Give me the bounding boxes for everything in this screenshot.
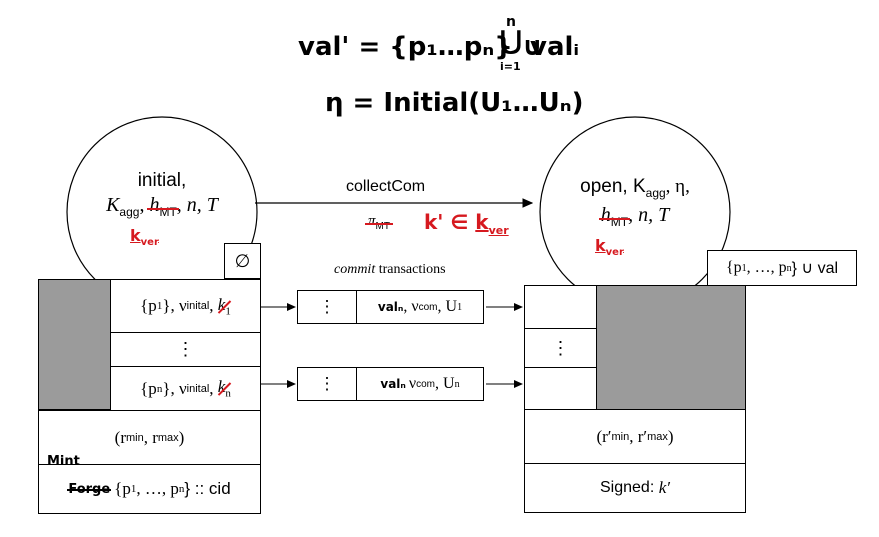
- formula1-bigcup: ⋃: [500, 26, 522, 56]
- right-grey-column: [596, 285, 746, 410]
- left-row3-struck-k: kn: [217, 377, 232, 400]
- formula1-bigcup-top: n: [506, 14, 516, 30]
- right-row-3: [524, 367, 597, 410]
- handwritten-formula-1: val' = {p₁…pₙ} ∪: [298, 32, 543, 62]
- left-circle-kver: kver: [130, 226, 159, 249]
- left-circle-struck-hmt: hMT: [147, 194, 179, 219]
- left-circle-state: initial,: [137, 170, 187, 191]
- left-row-ellipsis: ⋮: [110, 332, 261, 367]
- formula1-equals: =: [358, 32, 381, 62]
- left-forge-struck: Forge: [67, 482, 112, 497]
- empty-set-box: ∅: [224, 243, 261, 279]
- left-circle-label: initial, Kagg, hMT, n, T: [67, 170, 257, 219]
- right-circle-struck-hmt: hMT: [598, 203, 631, 229]
- left-grey-column: [38, 279, 111, 410]
- left-cid-row: Forge {p1, …, pn} :: cid: [38, 464, 261, 514]
- right-signed-row: Signed: k′: [524, 463, 746, 513]
- formula1-union: ∪: [521, 32, 543, 62]
- handwritten-formula-2: η = Initial(U₁…Uₙ): [325, 88, 584, 118]
- right-range-row: (r′min, r′max): [524, 409, 746, 464]
- formula1-val-prime: val': [298, 32, 350, 62]
- left-row1-struck-k: k1: [217, 294, 232, 318]
- right-row-ellipsis: ⋮: [524, 328, 597, 368]
- tx2-dots-cell: ⋮: [297, 367, 357, 401]
- formula1-set: {p₁…pₙ}: [389, 32, 513, 62]
- collectcom-label: collectCom: [346, 178, 426, 195]
- right-circle-params: hMT, n, T: [598, 203, 670, 229]
- right-circle-label: open, Kagg, η, hMT, n, T: [545, 176, 725, 229]
- tx1-dots-cell: ⋮: [297, 290, 357, 324]
- left-circle-params: Kagg, hMT, n, T: [106, 194, 218, 219]
- commit-transactions-label: commit transactions: [334, 262, 446, 277]
- left-mint-handwritten: Mint: [47, 454, 80, 469]
- formula1-val-i: valᵢ: [530, 32, 580, 62]
- right-circle-state: open, Kagg, η,: [580, 176, 690, 200]
- right-circle-kver: kver: [595, 236, 624, 259]
- collectcom-struck-pi: πMT: [365, 212, 393, 232]
- collectcom-replacement: k' ∈ kver: [424, 210, 509, 237]
- formula1-bigcup-bottom: i=1: [500, 60, 521, 73]
- right-row-1: [524, 285, 597, 329]
